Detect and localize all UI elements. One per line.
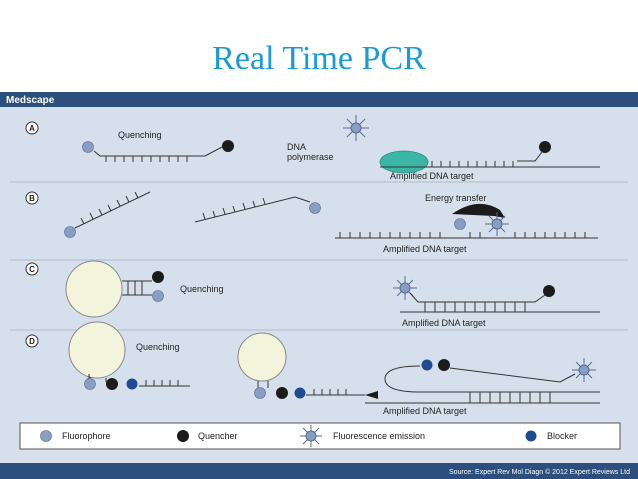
primer-ticks-2 — [313, 389, 347, 395]
quencher-icon — [438, 359, 450, 371]
quencher-icon — [106, 378, 118, 390]
extended-loop — [384, 365, 600, 393]
fluorophore-icon — [254, 387, 266, 399]
hairpin-loop — [65, 260, 123, 318]
quenching-label: Quenching — [180, 284, 224, 294]
slide-title: Real Time PCR — [212, 40, 426, 77]
amplified-target-label: Amplified DNA target — [383, 406, 467, 416]
legend-emission-icon — [300, 425, 322, 447]
legend-quencher-icon — [177, 430, 189, 442]
target-ticks-a — [431, 161, 514, 167]
quencher-icon — [276, 387, 288, 399]
legend-emission-label: Fluorescence emission — [333, 431, 425, 441]
fluorophore-icon — [152, 290, 164, 302]
blocker-icon — [421, 359, 433, 371]
energy-transfer-label: Energy transfer — [425, 193, 487, 203]
panel-letter-badge — [25, 121, 39, 135]
panel-letter: B — [29, 194, 35, 203]
blocker-icon — [294, 387, 306, 399]
quencher-icon — [539, 141, 551, 153]
hairpin-loop — [237, 332, 287, 382]
amplified-target-label: Amplified DNA target — [390, 171, 474, 181]
extension-arrow — [365, 391, 378, 399]
footer-bar — [0, 463, 638, 479]
fluorescence-emission-icon — [572, 358, 596, 382]
fluorophore-icon — [309, 202, 321, 214]
panel-letter-badge — [25, 191, 39, 205]
probe-ticks-1 — [80, 191, 139, 225]
probe-strand — [93, 146, 223, 157]
probe-ticks — [105, 156, 188, 162]
energy-transfer-arrow — [452, 203, 505, 218]
quencher-icon — [222, 140, 234, 152]
probe-ticks-2 — [202, 197, 266, 220]
panel-letter: A — [29, 124, 35, 133]
legend-fluorophore-label: Fluorophore — [62, 431, 111, 441]
medscape-logo: Medscape — [6, 95, 55, 106]
hairpin-stem — [122, 280, 152, 296]
target-ticks-c — [424, 302, 526, 312]
quencher-icon — [152, 271, 164, 283]
quencher-icon — [543, 285, 555, 297]
target-ticks-b — [339, 232, 586, 238]
fluorophore-icon — [82, 141, 94, 153]
legend-blocker-label: Blocker — [547, 431, 577, 441]
fluorophore-icon — [454, 218, 466, 230]
fluorescence-emission-icon — [343, 115, 369, 141]
panel-letter-badge — [25, 334, 39, 348]
legend: Fluorophore Quencher Fluorescence emissi… — [19, 422, 621, 450]
probe-strand-2 — [194, 196, 311, 223]
fluorescence-emission-icon — [393, 276, 417, 300]
dna-label: DNA — [287, 142, 306, 152]
amplified-target-label: Amplified DNA target — [402, 318, 486, 328]
polymerase-label: polymerase — [287, 152, 334, 162]
panel-letter: C — [29, 265, 35, 274]
blocker-icon — [126, 378, 138, 390]
legend-fluorophore-icon — [40, 430, 52, 442]
panel-c: C Quenching Amplified DNA target — [25, 260, 600, 328]
amplified-target-label: Amplified DNA target — [383, 244, 467, 254]
fluorophore-icon — [84, 378, 96, 390]
tail-to-fluorophore — [449, 367, 576, 383]
hairpin-stem-2 — [257, 381, 269, 388]
dna-polymerase-shape — [379, 150, 429, 174]
fluorescence-emission-icon — [485, 212, 509, 236]
quenching-label: Quenching — [136, 342, 180, 352]
panel-letter: D — [29, 337, 35, 346]
panel-d: D Quenching — [25, 321, 600, 416]
hairpin-loop — [68, 321, 126, 379]
legend-blocker-icon — [525, 430, 537, 442]
hairpin-stem-rungs — [88, 374, 90, 378]
fluorophore-icon — [64, 226, 76, 238]
quenching-label: Quenching — [118, 130, 162, 140]
panel-letter-badge — [25, 262, 39, 276]
target-ticks-d — [469, 392, 551, 403]
source-credit: Source: Expert Rev Mol Diagn © 2012 Expe… — [449, 468, 630, 476]
legend-quencher-label: Quencher — [198, 431, 238, 441]
panel-b: B Energy transfer — [25, 191, 598, 254]
panel-a: A Quenching DNA polymerase — [25, 115, 600, 181]
header-bar — [0, 92, 638, 107]
pcr-figure: Medscape A Quenching DNA polymerase — [0, 92, 638, 479]
primer-ticks-1 — [145, 380, 179, 386]
released-probe-tail — [517, 151, 543, 162]
bound-probe-c — [409, 292, 546, 303]
